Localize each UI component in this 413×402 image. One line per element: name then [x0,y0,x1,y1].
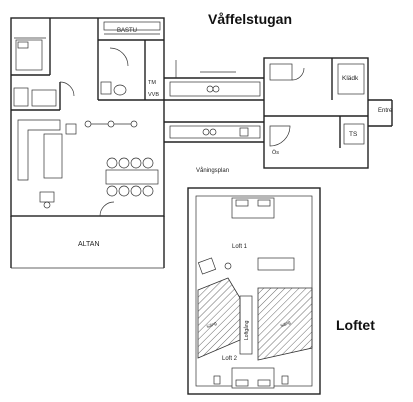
room-label-ts: TS [349,131,358,138]
room-label-loft2: Loft 2 [222,356,238,362]
main-house: ALTAN BASTU TM VVB [10,17,165,269]
room-label-altan: ALTAN [78,241,100,248]
title-loftet: Loftet [336,317,375,333]
room-label-kladk: Klädk [342,75,359,82]
room-label-loft1: Loft 1 [232,244,248,250]
right-block: Klädk TS Ös Entre [263,57,393,169]
loft: Loft 1 Säng Säng Loftgång Loft 2 [187,187,321,395]
bed-label-right: Säng [280,319,292,328]
bed-label-left: Säng [206,320,218,329]
room-label-entre: Entre [378,108,393,114]
room-label-os: Ös [272,149,279,156]
room-label-vvb: VVB [148,92,159,98]
room-label-bastu: BASTU [117,28,137,34]
title-vaffelstugan: Våffelstugan [208,11,292,27]
kitchen-corridor: Våningsplan [164,60,264,174]
room-label-vaningsplan: Våningsplan [196,167,229,174]
room-label-tm: TM [148,80,156,86]
room-label-loftgang: Loftgång [243,320,250,340]
